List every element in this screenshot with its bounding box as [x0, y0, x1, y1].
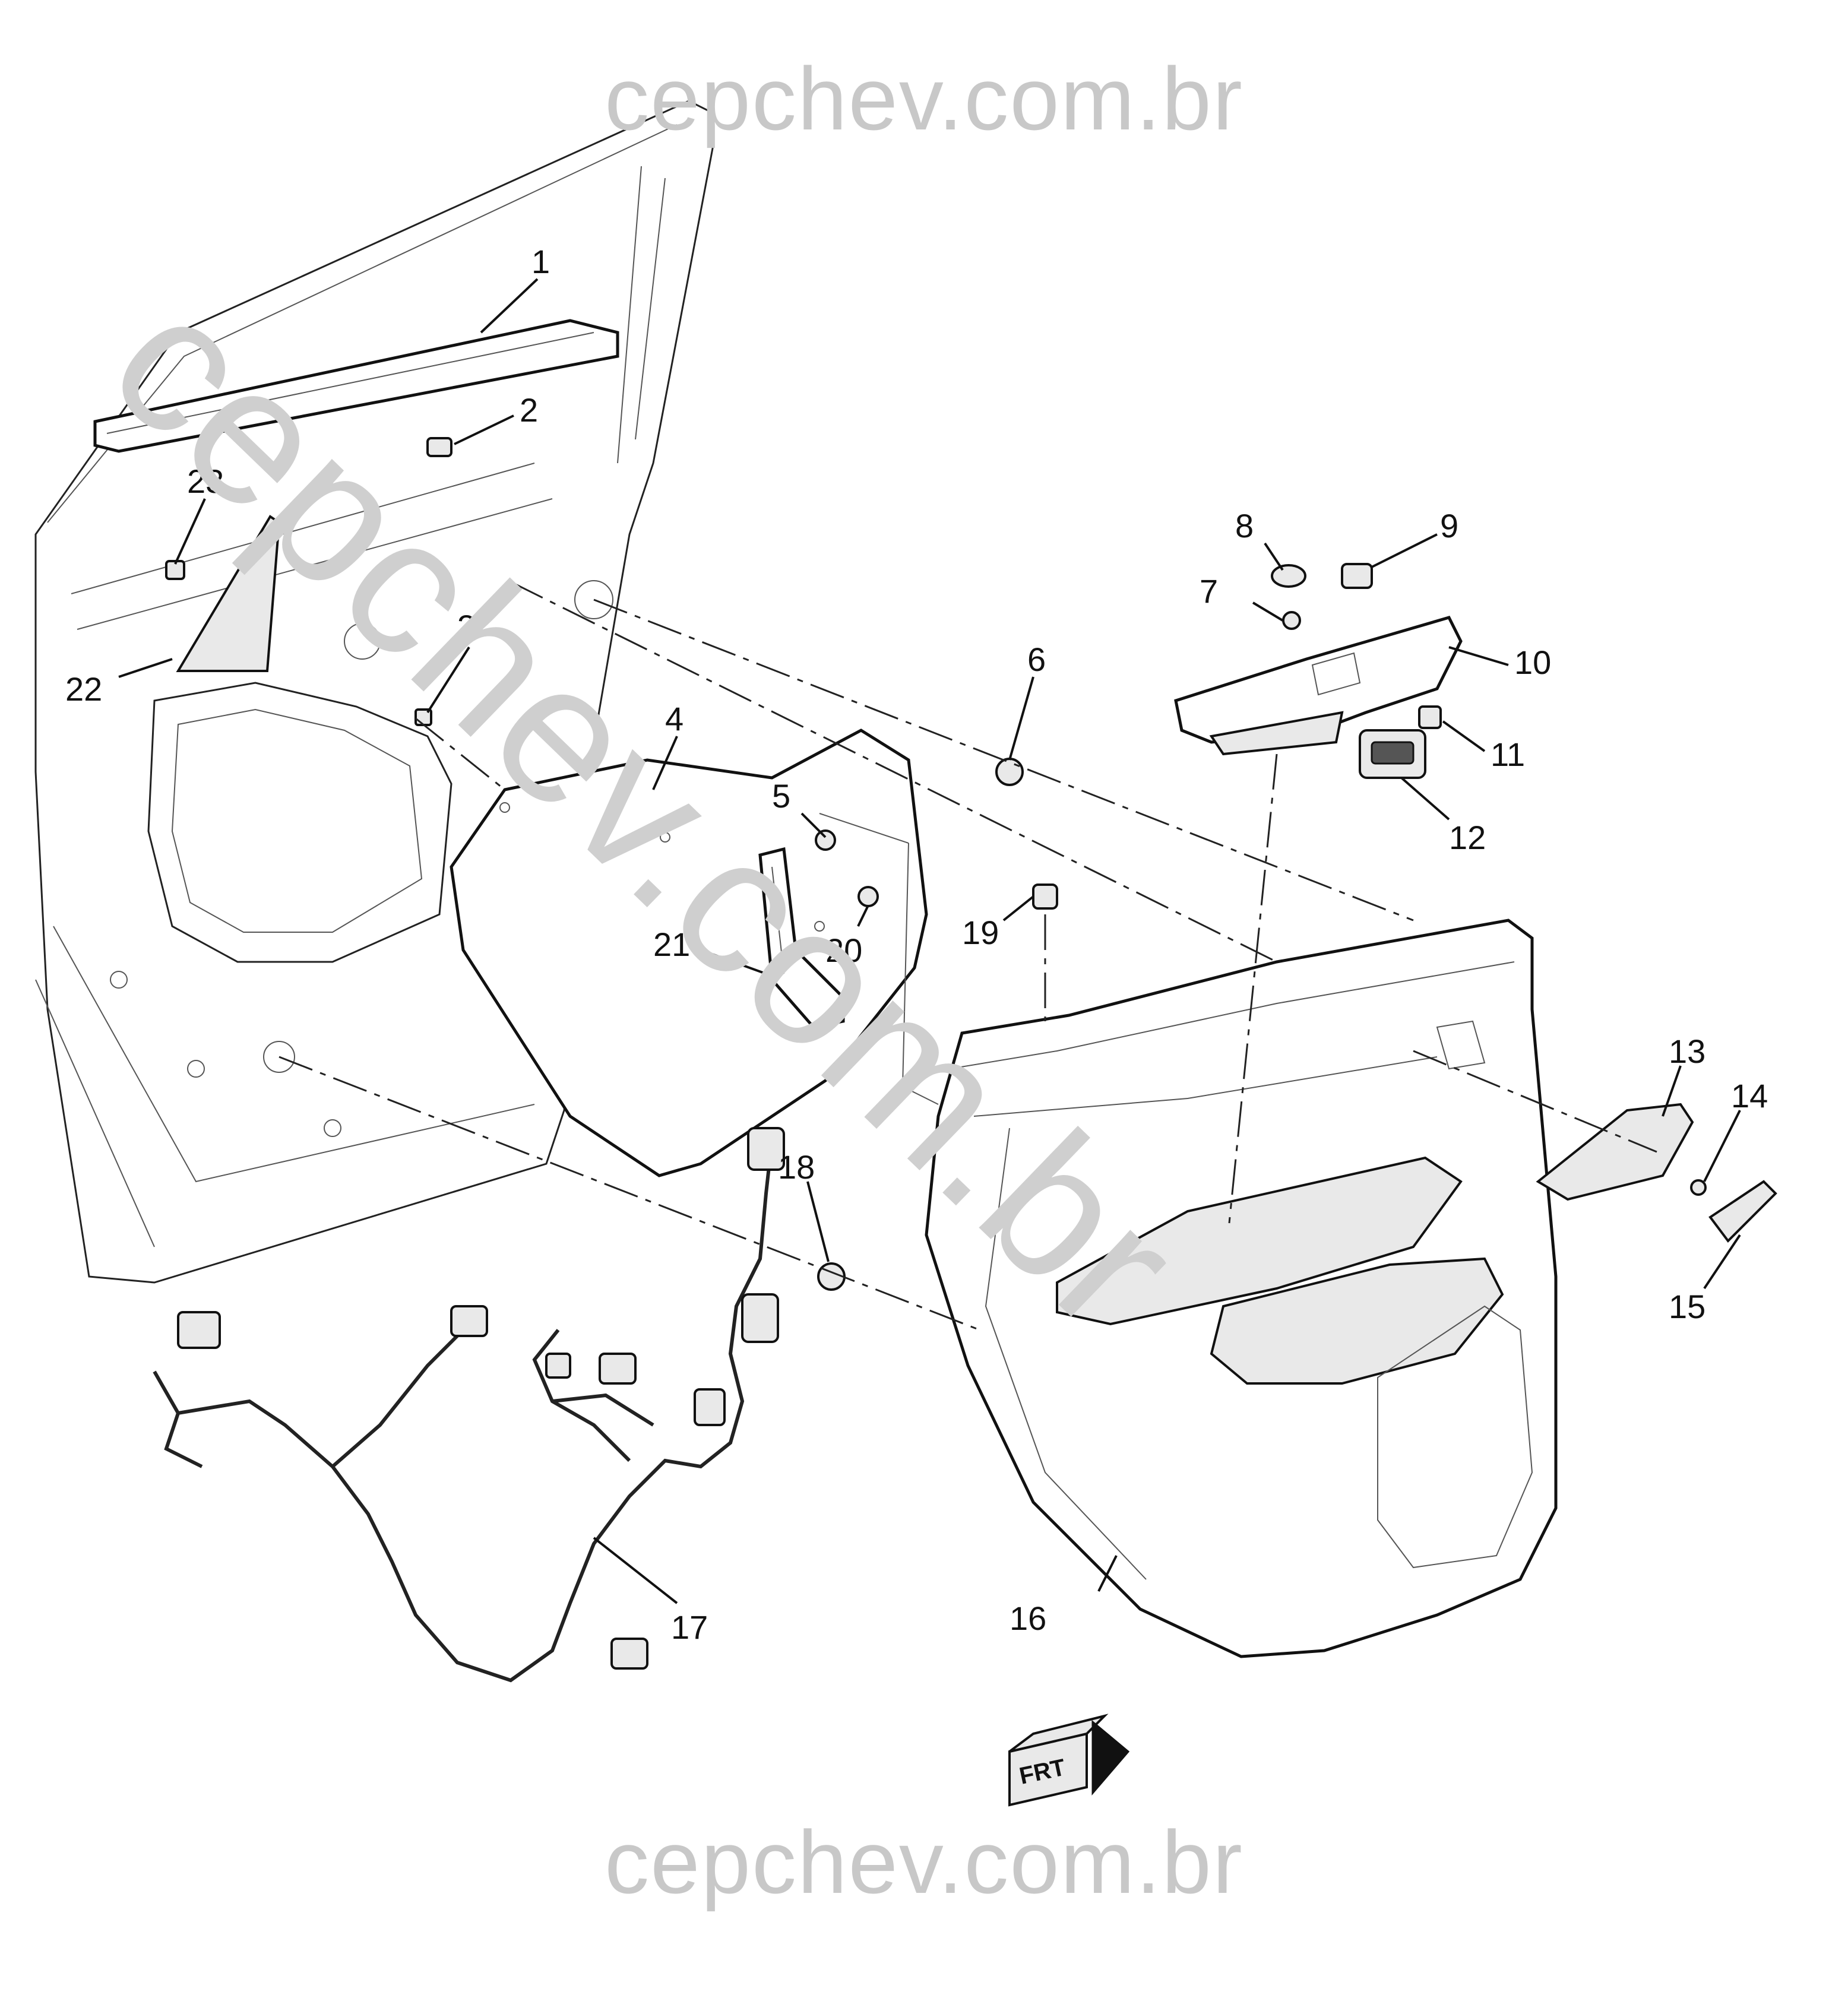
direction-badge: FRT: [1008, 1714, 1130, 1807]
door-inner-frame: [34, 100, 714, 1284]
cap-9: [1341, 563, 1373, 589]
switch-bezel: [1174, 616, 1463, 744]
callout-14: 14: [1731, 1077, 1768, 1114]
inside-handle: [1536, 1103, 1694, 1201]
water-deflector: [450, 729, 928, 1177]
grommet-upper: [995, 758, 1024, 786]
callout-16: 16: [1010, 1600, 1046, 1637]
watermark-top: cepchev.com.br: [605, 49, 1243, 148]
map-pocket: [1377, 1305, 1533, 1569]
callout-13: 13: [1669, 1033, 1705, 1070]
callout-23: 23: [187, 463, 224, 500]
callout-11: 11: [1491, 736, 1525, 773]
align-line-1: [593, 598, 1414, 922]
align-line-7: [415, 717, 505, 791]
callout-12: 12: [1449, 819, 1486, 856]
callout-20: 20: [825, 932, 862, 969]
door-bracket: [758, 847, 845, 1029]
align-line-2: [510, 581, 1277, 963]
callout-1: 1: [531, 243, 550, 280]
molding-clip: [426, 437, 452, 457]
callout-21: 21: [653, 926, 690, 963]
pull-cup: [1210, 1257, 1504, 1385]
armrest: [1056, 1156, 1463, 1326]
nut-fastener: [815, 829, 836, 851]
callout-18: 18: [778, 1148, 815, 1186]
callout-7: 7: [1200, 572, 1218, 610]
callout-5: 5: [772, 777, 790, 815]
screw-7: [1282, 611, 1301, 630]
align-line-4: [1413, 1050, 1657, 1153]
align-line-3: [279, 1056, 980, 1331]
clip-11: [1418, 705, 1442, 729]
wiring-harness: [153, 1127, 785, 1683]
callout-22: 22: [65, 670, 102, 708]
align-line-6: [1228, 753, 1278, 1224]
belt-molding: [93, 319, 619, 453]
callout-2: 2: [520, 391, 538, 429]
callout-19: 19: [962, 914, 999, 951]
push-retainer: [1032, 884, 1058, 910]
callout-labels: 1 2 3 4 5 6 7 8 9 10 11 12 13 14 15 16 1…: [65, 243, 1768, 1646]
watermark-bottom: cepchev.com.br: [605, 1812, 1243, 1912]
callout-8: 8: [1235, 507, 1254, 544]
clip-8: [1271, 564, 1306, 588]
leader-lines: [118, 278, 1741, 1604]
applique-panel: [176, 515, 281, 672]
callout-9: 9: [1440, 507, 1458, 544]
callout-17: 17: [671, 1608, 708, 1646]
screw-cover: [1708, 1180, 1777, 1243]
callout-15: 15: [1669, 1288, 1705, 1325]
callout-6: 6: [1027, 641, 1046, 678]
applique-clip: [165, 560, 185, 580]
callout-10: 10: [1514, 644, 1551, 681]
handle-screw: [1690, 1179, 1707, 1196]
callout-3: 3: [457, 608, 476, 645]
callout-4: 4: [665, 700, 683, 737]
